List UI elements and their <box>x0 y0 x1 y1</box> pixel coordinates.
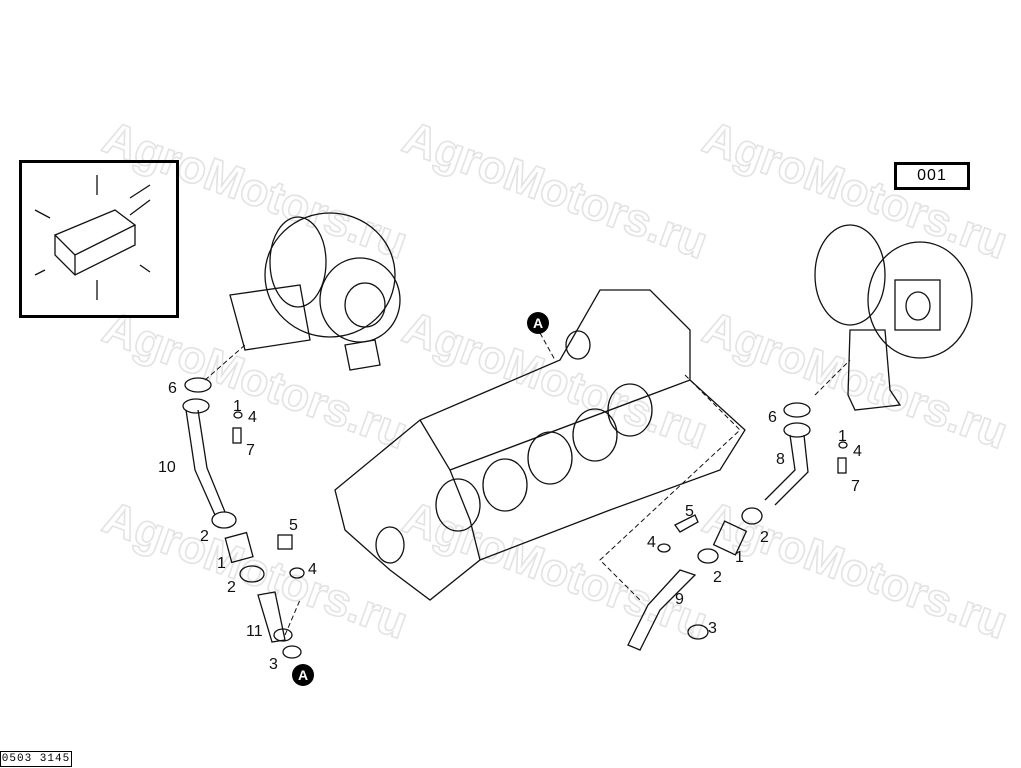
callout: 5 <box>289 517 298 534</box>
callout: 10 <box>158 459 176 476</box>
callout: 5 <box>685 503 694 520</box>
engine-block <box>334 289 746 601</box>
callout: 7 <box>246 442 255 459</box>
watermark: AgroMotors.ru <box>697 111 1015 269</box>
marker-label: A <box>298 667 308 683</box>
right-turbocharger <box>814 224 973 411</box>
callout: 11 <box>246 623 263 640</box>
watermark: AgroMotors.ru <box>697 491 1015 649</box>
callout: 4 <box>248 409 257 426</box>
callout: 7 <box>851 478 860 495</box>
left-turbocharger <box>229 212 401 371</box>
callout: 2 <box>200 528 209 545</box>
callout: 3 <box>269 656 278 673</box>
page-number-box: 001 <box>894 162 970 190</box>
inset-detail-frame <box>19 160 179 318</box>
inset-detail-drawing <box>34 175 151 300</box>
callout: 9 <box>675 591 684 608</box>
marker-label: A <box>533 315 543 331</box>
callout: 8 <box>776 451 785 468</box>
left-callouts: 6 1 4 7 10 2 1 2 5 4 11 3 <box>158 380 317 673</box>
left-coolant-pipes <box>182 332 556 659</box>
callout: 2 <box>760 529 769 546</box>
callout: 2 <box>713 569 722 586</box>
reference-marker-a-top: A <box>527 312 549 334</box>
watermark: AgroMotors.ru <box>397 111 715 269</box>
callout: 1 <box>233 398 242 415</box>
right-callouts: 6 1 4 8 7 2 1 2 5 4 9 3 <box>647 409 862 637</box>
watermark: AgroMotors.ru <box>97 301 415 459</box>
callout: 4 <box>853 443 862 460</box>
watermarks: AgroMotors.ru AgroMotors.ru AgroMotors.r… <box>96 110 1016 650</box>
callout: 3 <box>708 620 717 637</box>
callout: 2 <box>227 579 236 596</box>
callout: 1 <box>838 428 847 445</box>
watermark: AgroMotors.ru <box>397 301 715 459</box>
callout: 6 <box>168 380 177 397</box>
callout: 1 <box>217 555 226 572</box>
cylinder-bores <box>435 383 653 532</box>
callout: 6 <box>768 409 777 426</box>
watermark: AgroMotors.ru <box>397 491 715 649</box>
callout: 1 <box>735 549 744 566</box>
callout: 4 <box>308 561 317 578</box>
reference-code: 0503 3145 <box>0 751 72 767</box>
callout: 4 <box>647 534 656 551</box>
right-coolant-pipes <box>599 359 851 651</box>
reference-marker-a-bottom: A <box>292 664 314 686</box>
